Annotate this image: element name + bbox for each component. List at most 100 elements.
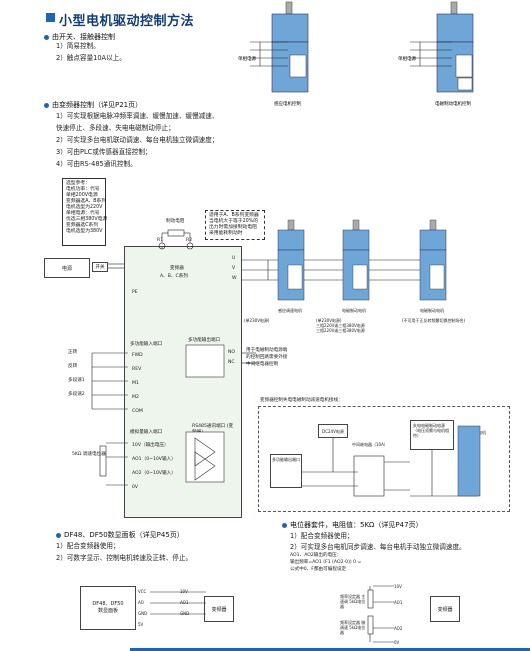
analog-ao1: AO1（0~10V输入） [132, 457, 176, 462]
input-label-fwd: 正转 [68, 350, 78, 355]
section-panel-heading: DF48、DF50数显面板（详见P45页） [56, 530, 184, 540]
bullet-icon [44, 34, 49, 40]
inverter-main-diagram [91, 219, 447, 486]
digital-input-title: 多功能输入端口 [130, 342, 163, 347]
input-fwd: FWD [132, 353, 143, 358]
input-rev: REV [132, 367, 142, 372]
inverter-item-2: 2）可实现多台电机联动调速、每台电机独立微调速度； [56, 136, 219, 144]
switch-source-label-b: 单相电源 [398, 55, 416, 62]
switch-wiring-b [410, 41, 452, 67]
vfd-series: A、B、C系列 [160, 274, 188, 279]
motor-shaft [285, 1, 293, 15]
switch-caption-a: 感应电机控制 [274, 100, 301, 107]
bullet-icon [56, 532, 61, 538]
rs485-module [185, 431, 225, 483]
inverter-item-3: 3）可由PLC或传感器直接控制； [56, 148, 152, 156]
pot-term-ao2: AO2 [394, 626, 403, 631]
relay-note-1: 用于电磁制动电源端 [246, 348, 288, 353]
power-source-box: 电源 [44, 258, 90, 278]
pot-term-ao1: AO1 [394, 600, 403, 605]
relay-no: NO [228, 350, 236, 355]
motor-caption-3: 电磁制动电机 [420, 308, 444, 313]
analog-10v: 10V（输出电压） [132, 443, 169, 448]
panel-wire-gnd: GND [180, 611, 190, 616]
inverter-item-1b: 快速停止、多段速、失电电磁制动停止； [56, 124, 175, 132]
title-square [46, 13, 55, 22]
relay-module [185, 344, 225, 378]
pot-term-0v: 0V [394, 640, 400, 645]
vfd-main-box [124, 246, 242, 518]
brake-wiring-svg [302, 425, 481, 497]
motor-sub-1: (单230V电源) [244, 318, 270, 323]
pot-formula-3: 公式中0、F都由可编程设定 [290, 567, 347, 572]
brake-motor [457, 425, 481, 497]
df48-panel-box: DF48、DF50 数显面板 [80, 586, 136, 630]
relay-note-3: 中间继电器控制 [246, 362, 279, 367]
capacitor-box [289, 54, 307, 78]
input-m2: M2 [132, 395, 139, 400]
potentiometer-label: 5KΩ 调速电位器 [72, 452, 106, 457]
relay-out-box: 多功能输出端口 [270, 454, 302, 488]
brake-resistor-label: 制动电阻 [166, 219, 185, 224]
motor-shaft [450, 1, 458, 15]
motor-body [436, 13, 474, 43]
r2-label: R2 [186, 238, 193, 243]
motor-caption-1: 感应调速电机 [278, 308, 302, 313]
pot-formula-1: AO1、AO2输出的电压： [290, 553, 342, 558]
switch-caption-b: 电磁制动电机控制 [435, 100, 471, 107]
panel-wiring-svg [150, 591, 206, 615]
switch-wiring-a [250, 41, 288, 67]
bullet-icon [44, 102, 49, 108]
output-v: V [232, 266, 236, 271]
panel-term-gnd: GND [138, 611, 148, 616]
section-inverter-heading: 由变频器控制（详见P21页） [44, 100, 142, 110]
motor-sub-2: (单230V电源) 三相220V或三相380V电源 三相220V或三相380V电… [316, 318, 365, 333]
section-pot-heading: 电位器套件，电阻值：5KΩ（详见P47页） [282, 520, 423, 530]
panel-item-2: 2）可数字显示、控制电机转速及正转、停止。 [56, 554, 193, 562]
pot-item-2: 2）可实现多台电机同步调速、每台电机手动独立微调速度。 [290, 543, 466, 551]
selection-title: 选型参考： [66, 181, 90, 186]
brake-resistor-note: 适用于A、B系列变频器 当电机大于等于20%的 出力时需加接制动电阻 采用能耗制… [205, 210, 265, 240]
brake-power-box: 失电电磁制动电源（电压须需与电机相符） [410, 420, 454, 450]
dc24-box: DC24V电源 [318, 424, 348, 438]
input-com: COM [132, 409, 143, 414]
selection-reference-box: 选型参考： 电机功率：代号 单相200V电源 变频器选A、B系列 电机选型为22… [62, 178, 107, 246]
switch-item-2: 2）触点容量10A以上。 [56, 54, 126, 62]
panel-item-1: 1）配合变频器使用； [56, 542, 120, 550]
relay-label: 中间继电器（10A） [352, 442, 388, 447]
motor-1 [277, 219, 305, 301]
pot-term-10v: 10V [394, 584, 402, 589]
input-label-m1: 多段速1 [68, 378, 85, 383]
brake-wiring-box [258, 406, 510, 512]
bottom-accent-bar [130, 648, 530, 651]
input-label-m2: 多段速2 [68, 392, 85, 397]
bullet-icon [282, 522, 287, 528]
brake-power-box [457, 77, 473, 91]
motor-body [271, 13, 309, 43]
potentiometer [99, 445, 107, 477]
input-label-rev: 反转 [68, 364, 78, 369]
relay-note-2: 的控制回路需要外接 [246, 355, 288, 360]
capacitor-box [455, 54, 473, 78]
pot-item-1: 1）配合变频器使用； [290, 532, 354, 540]
pot-label-main: 频率设定器 主速调 5kΩ电位器 [340, 594, 366, 609]
motor-2 [342, 219, 370, 301]
switch-control-diagram: 单相电源 感应电机控制 单相电源 电磁制动电机控制 [238, 1, 474, 107]
r1-label: R1 [157, 238, 164, 243]
analog-input-title: 模拟量输入端口 [130, 430, 163, 435]
input-m1: M1 [132, 381, 139, 386]
induction-motor-a [271, 1, 309, 93]
panel-term-ao: AO [138, 600, 144, 605]
potentiometer-fine [367, 615, 374, 635]
motor-sub-3: (不可用于正反转频繁切换控制场合) [402, 318, 466, 323]
inverter-item-1: 1）可实现根据电脉冲频率调速、缓慢加速、缓慢减速、 [56, 112, 219, 120]
pot-formula-2: 输出频率=AO1 (F1 (AO2-0)) 0 = [290, 560, 362, 565]
panel-wire-ao1: AO1 [180, 600, 189, 605]
switch-source-label: 单相电源 [238, 55, 256, 62]
analog-0v: 0V [132, 485, 139, 490]
brake-motor-b [436, 1, 474, 93]
pot-vfd-box: 变频器 [430, 596, 460, 622]
potentiometer-main [367, 589, 374, 609]
output-u: U [232, 256, 236, 261]
amplifier-icon [194, 451, 216, 481]
